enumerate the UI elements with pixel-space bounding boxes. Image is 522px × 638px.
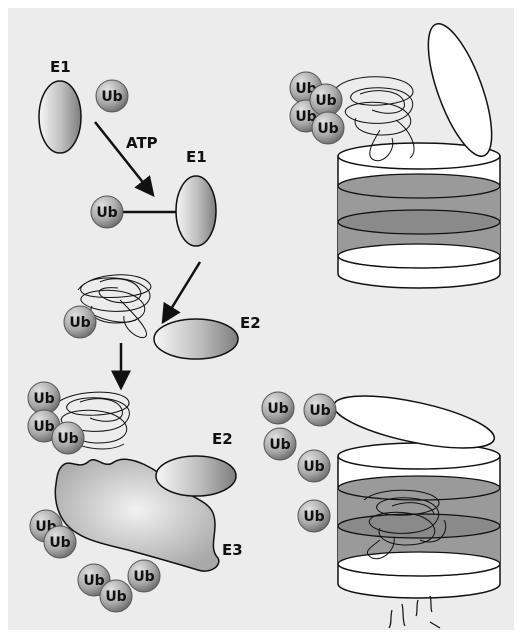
ubiquitin-icon: Ub: [64, 306, 96, 338]
e2-enzyme-icon: [154, 319, 238, 359]
ubiquitin-icon: Ub: [44, 526, 76, 558]
ubiquitin-icon: Ub: [304, 394, 336, 426]
svg-text:Ub: Ub: [33, 419, 54, 435]
atp-label: ATP: [126, 134, 158, 152]
ubiquitin-icon: Ub: [298, 500, 330, 532]
ubiquitin-icon: Ub: [310, 84, 342, 116]
e3-label: E3: [222, 541, 243, 559]
ubiquitin-icon: Ub: [264, 428, 296, 460]
svg-text:Ub: Ub: [57, 431, 78, 447]
ubiquitin-icon: Ub: [298, 450, 330, 482]
svg-text:Ub: Ub: [33, 391, 54, 407]
ubiquitin-icon: Ub: [100, 580, 132, 612]
e2-lower-label: E2: [212, 430, 233, 448]
ubiquitin-icon: Ub: [91, 196, 123, 228]
ubiquitin-icon: Ub: [128, 560, 160, 592]
svg-text:Ub: Ub: [303, 459, 324, 475]
ubiquitin-icon: Ub: [262, 392, 294, 424]
svg-text:Ub: Ub: [105, 589, 126, 605]
svg-text:Ub: Ub: [69, 315, 90, 331]
svg-text:Ub: Ub: [101, 89, 122, 105]
e2-lower-enzyme-icon: [156, 456, 236, 496]
ubiquitin-icon: Ub: [312, 112, 344, 144]
svg-text:Ub: Ub: [83, 573, 104, 589]
e1-bound-enzyme-icon: [176, 176, 216, 246]
proteasome-band-edge: [338, 476, 500, 500]
svg-text:Ub: Ub: [96, 205, 117, 221]
svg-text:Ub: Ub: [267, 401, 288, 417]
svg-text:Ub: Ub: [309, 403, 330, 419]
svg-text:Ub: Ub: [315, 93, 336, 109]
svg-text:Ub: Ub: [303, 509, 324, 525]
svg-text:Ub: Ub: [269, 437, 290, 453]
svg-text:Ub: Ub: [49, 535, 70, 551]
e1-enzyme-icon: [39, 81, 81, 153]
proteasome-ring: [338, 514, 500, 538]
e2-middle-label: E2: [240, 314, 261, 332]
svg-text:Ub: Ub: [133, 569, 154, 585]
e1-top-label: E1: [50, 58, 71, 76]
proteasome-ring: [338, 210, 500, 234]
proteasome-band-edge: [338, 174, 500, 198]
ubiquitin-icon: Ub: [28, 382, 60, 414]
ubiquitin-icon: Ub: [52, 422, 84, 454]
e1-bound-label: E1: [186, 148, 207, 166]
svg-text:Ub: Ub: [317, 121, 338, 137]
ubiquitin-icon: Ub: [96, 80, 128, 112]
